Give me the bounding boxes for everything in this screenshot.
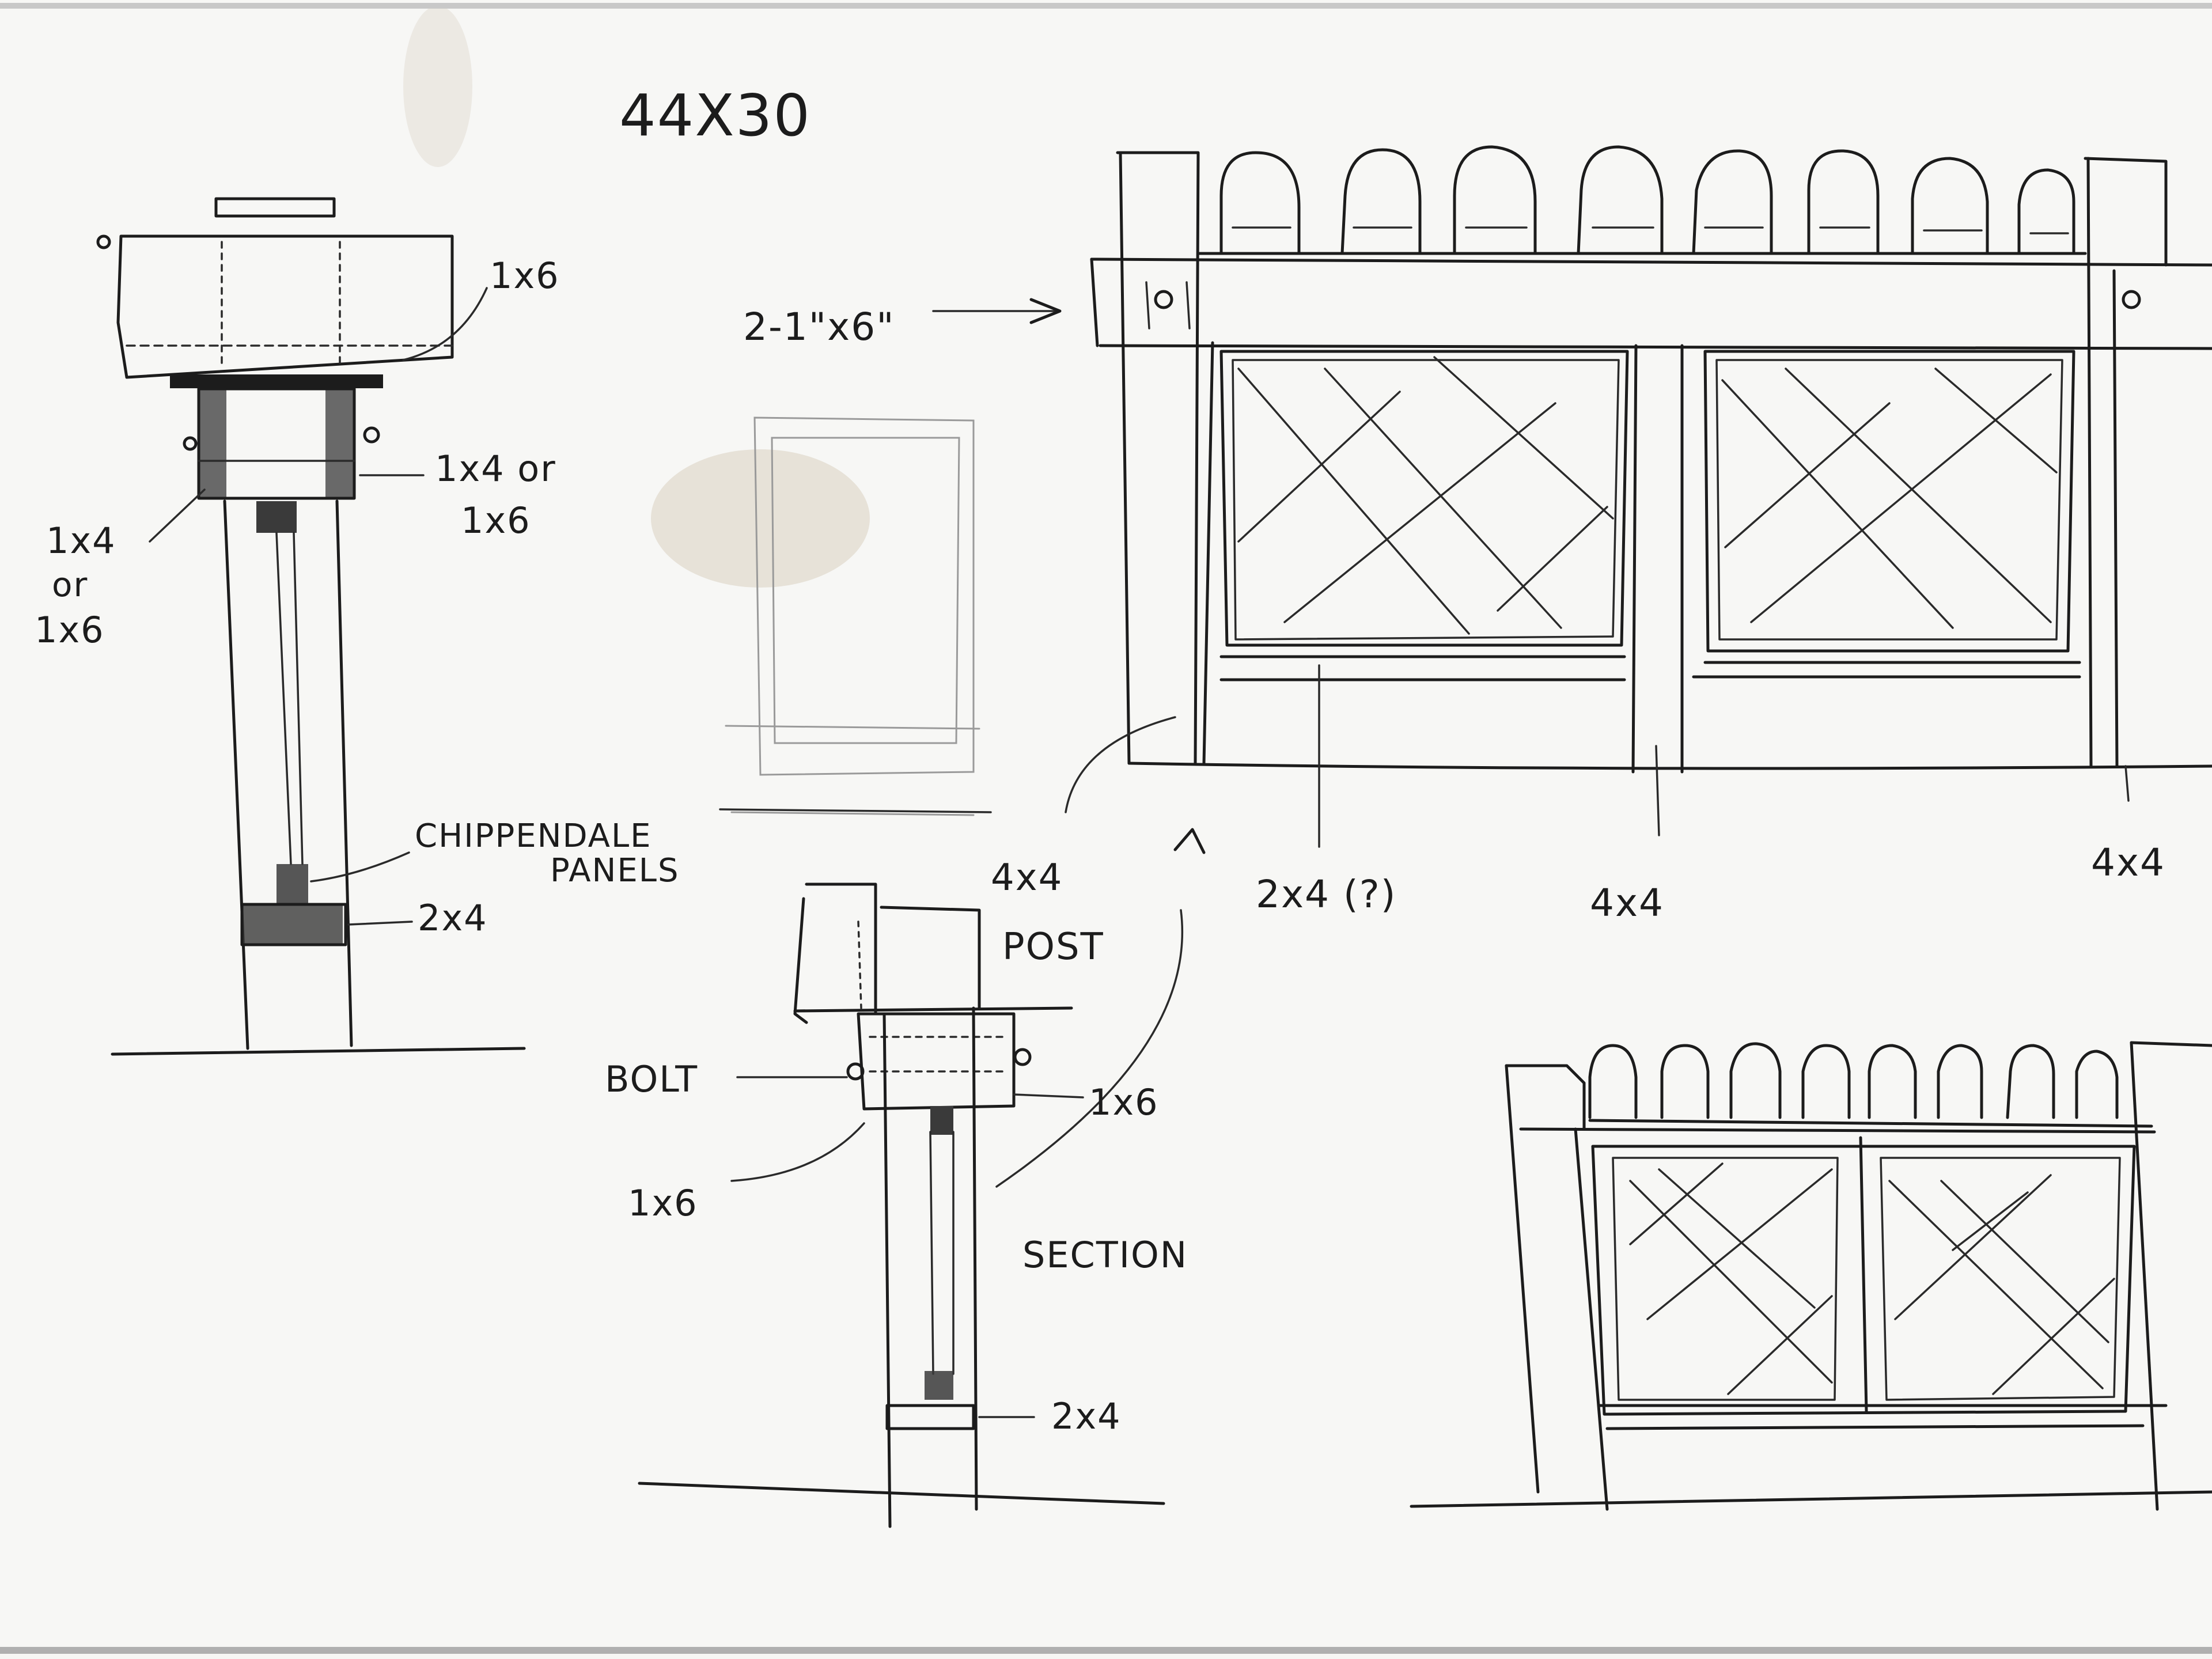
top-rail-label: 2-1"x6" (743, 305, 895, 349)
bottom-rail-label: 2x4 (418, 897, 488, 939)
post-label-2: POST (1002, 926, 1104, 968)
rail-label-left-2: or (52, 565, 88, 604)
right-post-label: 4x4 (2091, 840, 2165, 885)
bottom-rail-question-label: 2x4 (?) (1256, 872, 1397, 916)
post-label: 4x4 (991, 857, 1063, 899)
rail-label-left-3: 1x6 (35, 609, 105, 651)
paper-stain (651, 449, 870, 588)
bolt-label: BOLT (605, 1058, 698, 1100)
small-fence-elevation (1410, 1041, 2212, 1511)
cap-beam (170, 374, 383, 388)
section-bottom-rail-label: 2x4 (1051, 1395, 1122, 1437)
rail-label-left: 1x4 (46, 520, 116, 562)
section-title: SECTION (1022, 1234, 1188, 1276)
faint-panel-sketch (725, 416, 980, 816)
fence-elevation (719, 145, 2212, 1188)
sheet-title: 44X30 (619, 82, 811, 149)
section-board-label-right: 1x6 (1089, 1081, 1159, 1123)
rail-label-right-2: 1x6 (461, 499, 531, 541)
section-detail (638, 882, 1165, 1528)
chippendale-label: CHIPPENDALE (415, 817, 652, 855)
paper-stain (403, 6, 472, 167)
side-detail (96, 197, 526, 1056)
cap-board-label: 1x6 (490, 255, 560, 297)
mid-post-label: 4x4 (1590, 881, 1664, 925)
rail-label-right: 1x4 or (435, 448, 556, 490)
chippendale-label-2: PANELS (550, 852, 680, 889)
section-board-label-left: 1x6 (628, 1182, 698, 1224)
